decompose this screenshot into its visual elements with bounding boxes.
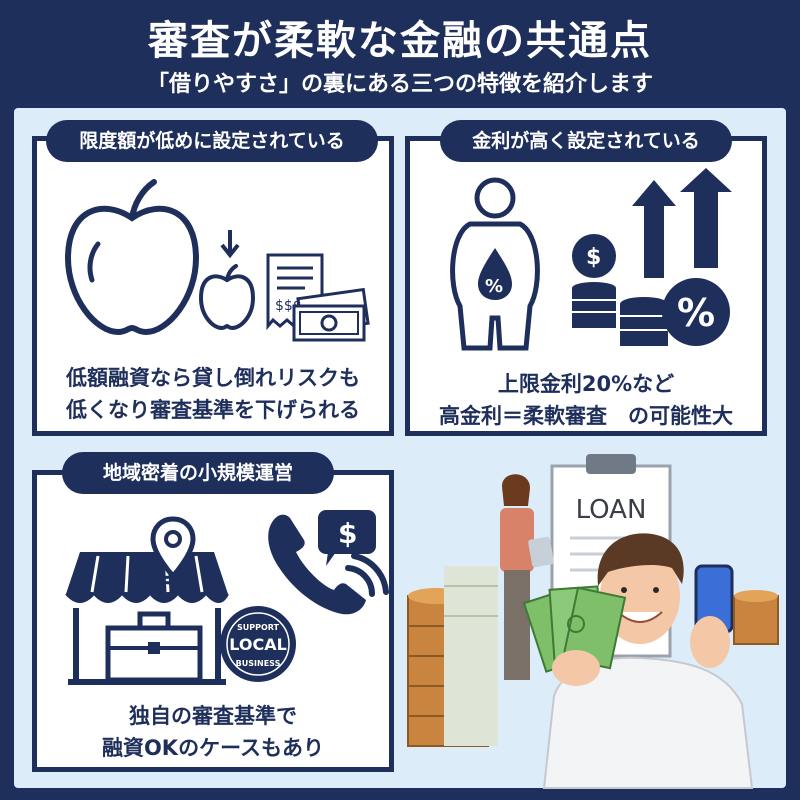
coin-dollar-symbol: $ bbox=[586, 245, 601, 270]
person-percent-icon: % bbox=[450, 177, 540, 351]
badge-local-text: LOCAL bbox=[229, 635, 287, 654]
up-arrow-icon bbox=[632, 168, 732, 278]
banknote-icon bbox=[292, 287, 370, 342]
card-low-limit-caption-line1: 低額融資なら貸し倒れリスクも bbox=[66, 366, 360, 390]
loan-board-text: LOAN bbox=[576, 495, 647, 525]
coin-stack-icon: $ bbox=[572, 234, 668, 346]
svg-text:%: % bbox=[485, 276, 503, 297]
phone-bubble-dollar: $ bbox=[338, 517, 357, 550]
card-local-business-label: 地域密着の小規模運営 bbox=[62, 452, 334, 494]
coin-stack-right bbox=[733, 590, 779, 645]
card-high-interest-caption-line1: 上限金利20%など bbox=[497, 372, 675, 396]
card-local-business-caption-line1: 独自の審査基準で bbox=[129, 704, 297, 728]
card-low-limit-caption: 低額融資なら貸し倒れリスクも 低くなり審査基準を下げられる bbox=[37, 362, 389, 426]
card-low-limit-caption-line2: 低くなり審査基準を下げられる bbox=[66, 398, 360, 422]
badge-business-text: BUSINESS bbox=[236, 659, 281, 668]
card-high-interest-label: 金利が高く設定されている bbox=[440, 120, 732, 162]
small-apple-icon bbox=[198, 264, 256, 331]
badge-support-text: SUPPORT bbox=[237, 623, 280, 632]
card-high-interest-caption: 上限金利20%など 高金利＝柔軟審査 の可能性大 bbox=[410, 368, 762, 432]
man-figure bbox=[522, 533, 754, 789]
local-business-badge-icon: SUPPORT LOCAL BUSINESS bbox=[220, 606, 296, 682]
woman-figure bbox=[500, 474, 554, 680]
apple-icon bbox=[64, 179, 200, 336]
card-low-limit bbox=[32, 136, 394, 436]
phone-icon: $ bbox=[268, 510, 389, 615]
card-low-limit-label: 限度額が低めに設定されている bbox=[46, 120, 378, 162]
percent-symbol: % bbox=[677, 291, 715, 335]
page-title: 審査が柔軟な金融の共通点 bbox=[148, 18, 652, 64]
card-local-business-caption: 独自の審査基準で 融資OKのケースもあり bbox=[37, 700, 389, 764]
percent-badge-icon: % bbox=[662, 278, 730, 346]
loan-illustration: LOAN bbox=[407, 454, 779, 789]
location-pin-icon bbox=[150, 516, 196, 585]
page-subtitle: 「借りやすさ」の裏にある三つの特徴を紹介します bbox=[146, 72, 653, 97]
briefcase-icon bbox=[105, 611, 203, 683]
card-high-interest-caption-line2: 高金利＝柔軟審査 の可能性大 bbox=[439, 404, 733, 428]
down-arrow-icon bbox=[220, 230, 240, 259]
card-local-business-caption-line2: 融資OKのケースもあり bbox=[101, 736, 325, 760]
cash-stack bbox=[444, 566, 498, 746]
